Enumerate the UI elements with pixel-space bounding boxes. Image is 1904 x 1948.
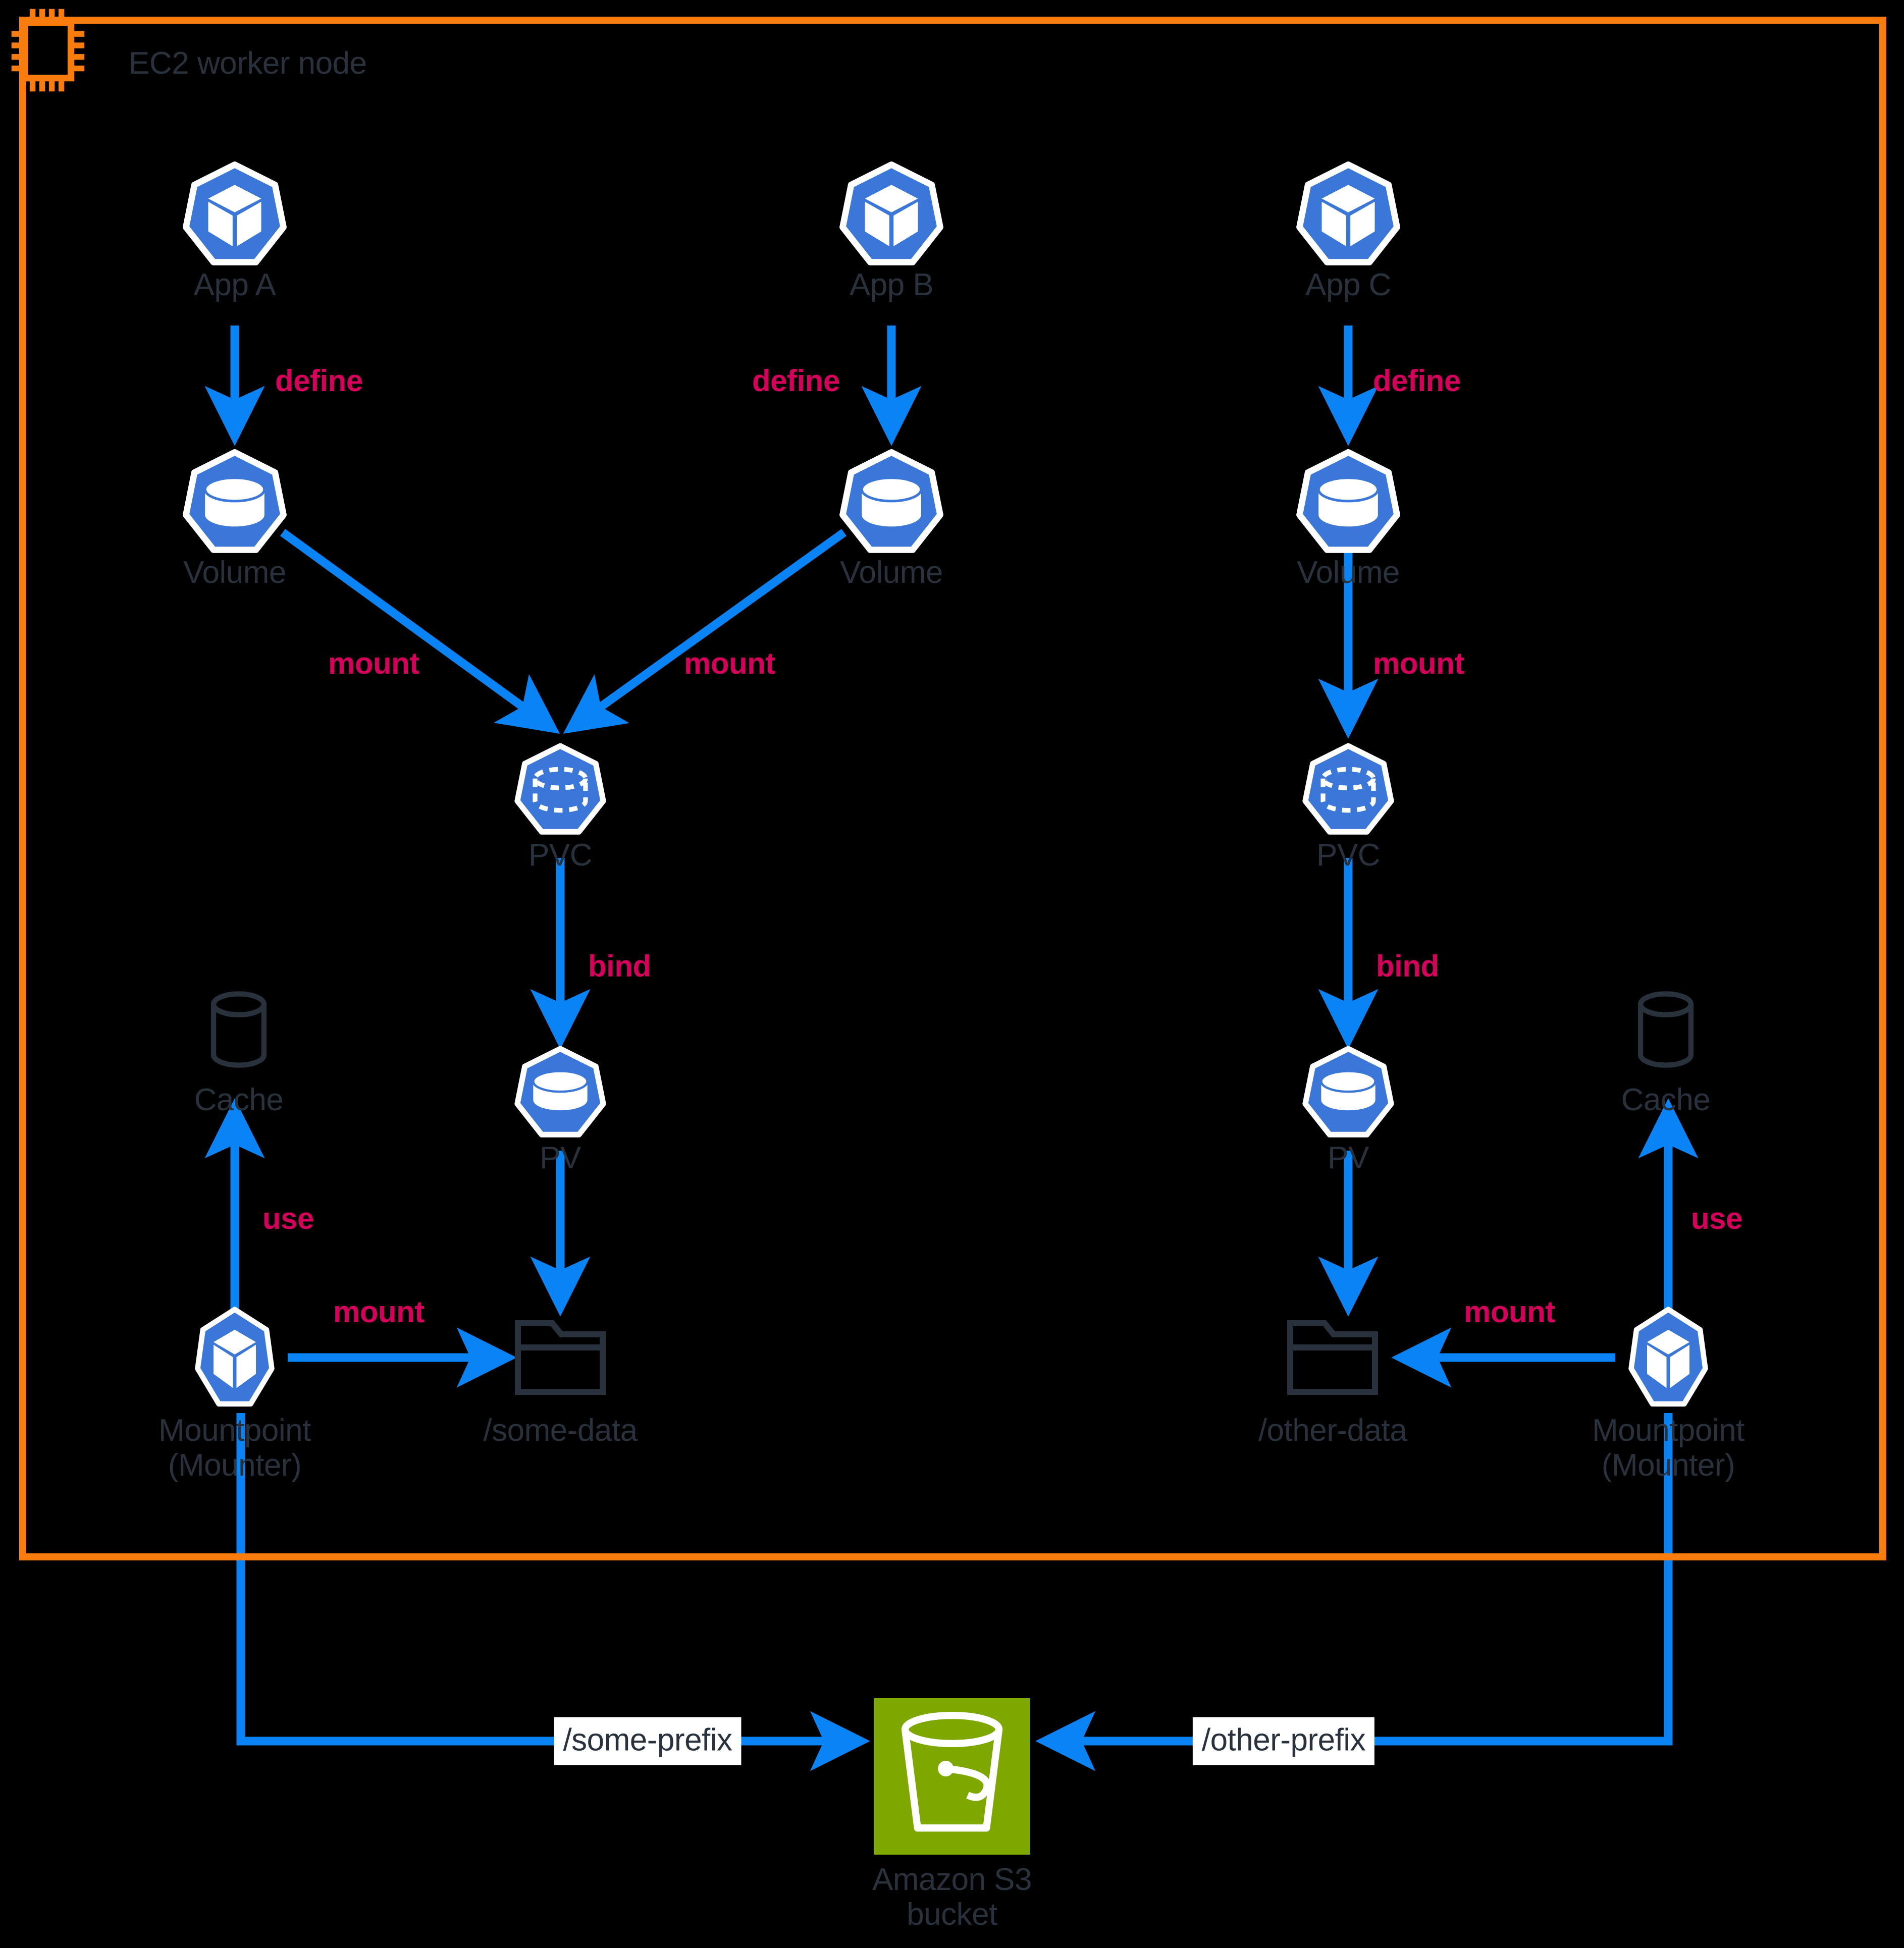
kubernetes-pv-icon[interactable] — [514, 1046, 607, 1140]
ec2-boundary-rect — [19, 17, 1886, 1560]
prefix-label-other-prefix: /other-prefix — [1192, 1717, 1375, 1765]
folder-icon — [514, 1317, 607, 1398]
edge-volume-a-pvc — [280, 529, 560, 734]
kubernetes-pv-icon[interactable] — [1302, 1046, 1395, 1140]
prefix-label-some-prefix: /some-prefix — [554, 1717, 742, 1765]
kubernetes-pod-icon[interactable] — [1295, 161, 1401, 267]
kubernetes-volume-icon[interactable] — [182, 449, 288, 555]
cache-cylinder-icon — [205, 991, 273, 1069]
cpu-chip-icon — [0, 0, 96, 93]
kubernetes-volume-icon[interactable] — [1295, 449, 1401, 555]
mountpoint-icon[interactable] — [1624, 1306, 1713, 1410]
cache-cylinder-icon — [1632, 991, 1700, 1069]
edge-volume-b-pvc — [563, 529, 847, 734]
mountpoint-icon[interactable] — [191, 1306, 279, 1410]
kubernetes-pvc-icon[interactable] — [514, 743, 607, 837]
kubernetes-pod-icon[interactable] — [182, 161, 288, 267]
kubernetes-pvc-icon[interactable] — [1302, 743, 1395, 837]
kubernetes-volume-icon[interactable] — [838, 449, 944, 555]
kubernetes-pod-icon[interactable] — [838, 161, 944, 267]
ec2-boundary-title: EC2 worker node — [129, 46, 367, 81]
folder-icon — [1286, 1317, 1380, 1398]
s3-bucket-icon[interactable] — [874, 1698, 1030, 1855]
